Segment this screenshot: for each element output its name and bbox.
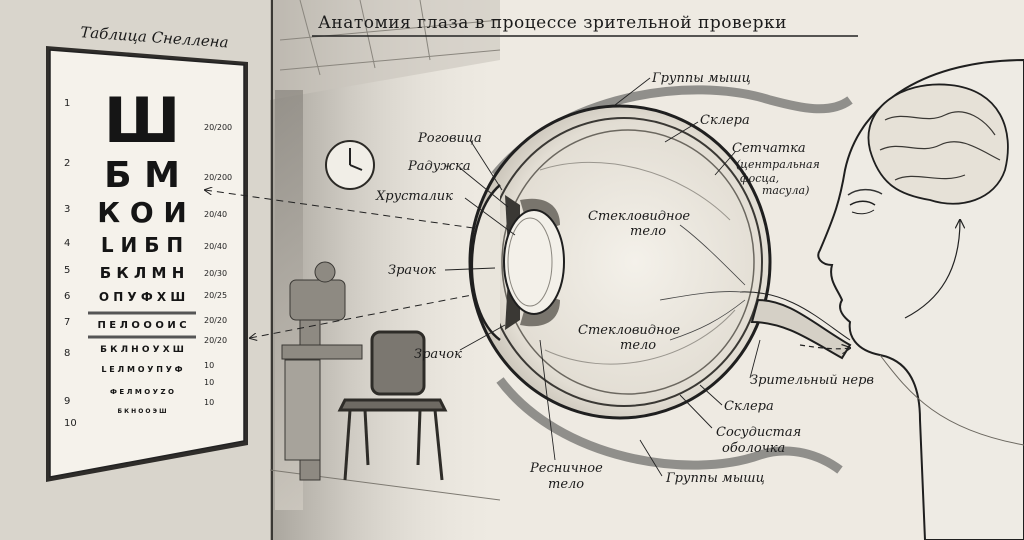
anatomy-labels: Группы мышц Склера Сетчатка (центральная…: [375, 71, 874, 492]
head-profile: [817, 58, 1024, 540]
row-letters: Ф Е Л М О У Z О: [110, 388, 174, 396]
row-letters: Ш: [104, 84, 181, 157]
label-choroid: Сосудистая: [716, 425, 801, 440]
label-lens: Хрусталик: [375, 189, 453, 204]
snellen-chart: [46, 46, 248, 482]
row-acuity: 10: [204, 398, 214, 407]
row-number: 1: [64, 98, 70, 109]
label-retina: Сетчатка: [732, 141, 806, 156]
label-vitreous-bottom: тело: [620, 338, 656, 353]
row-number: 8: [64, 348, 70, 359]
row-letters: О П У Ф Х Ш: [99, 290, 185, 304]
row-letters: L И Б П: [101, 233, 183, 257]
row-acuity: 20/20: [204, 316, 227, 325]
row-number: 4: [64, 238, 70, 249]
row-acuity: 20/20: [204, 336, 227, 345]
label-retina-note: тасула): [762, 184, 809, 197]
row-number: 5: [64, 265, 70, 276]
label-cornea: Роговица: [417, 131, 482, 146]
label-pupil: Зрачок: [388, 263, 436, 278]
brain-icon: [867, 83, 1009, 205]
row-letters: Б К Л Н О У Х Ш: [100, 345, 184, 355]
row-number: 10: [64, 418, 77, 429]
label-muscles-bottom: Группы мышц: [665, 471, 765, 486]
nerve-arrow: [799, 345, 850, 349]
clock-icon: [325, 140, 375, 190]
label-choroid: оболочка: [722, 441, 785, 456]
snellen-rows: 1 Ш 20/200 2 Б М 20/200 3 К О И 20/40 4 …: [64, 84, 232, 429]
label-ciliary-body: тело: [548, 477, 584, 492]
row-number: 7: [64, 317, 70, 328]
label-vitreous-top: тело: [630, 224, 666, 239]
label-vitreous-bottom: Стекловидное: [578, 323, 680, 338]
label-retina-note: (центральная: [736, 158, 820, 171]
row-letters: Б К Н О О Э Ш: [117, 408, 166, 415]
row-acuity: 10: [204, 361, 214, 370]
row-acuity: 20/40: [204, 210, 227, 219]
row-number: 9: [64, 396, 70, 407]
row-acuity: 20/200: [204, 123, 232, 132]
exam-equipment: [281, 261, 363, 481]
label-vitreous-top: Стекловидное: [588, 209, 690, 224]
label-muscles-top: Группы мышц: [651, 71, 751, 86]
row-acuity: 10: [204, 378, 214, 387]
eyeball-cross-section: [468, 85, 853, 474]
row-number: 6: [64, 291, 70, 302]
row-letters: К О И: [97, 196, 187, 229]
row-acuity: 20/40: [204, 242, 227, 251]
label-sclera-bottom: Склера: [724, 399, 774, 414]
row-acuity: 20/200: [204, 173, 232, 182]
label-retina-note: фосца,: [740, 172, 779, 185]
label-sclera-top: Склера: [700, 113, 750, 128]
page-title: Анатомия глаза в процессе зрительной про…: [318, 13, 787, 33]
exam-chair: [337, 330, 448, 481]
label-iris: Радужка: [407, 159, 471, 174]
leader-lines: [444, 77, 761, 477]
row-letters: L Е Л М О У П У Ф: [101, 365, 182, 374]
label-optic-nerve: Зрительный нерв: [750, 373, 874, 388]
label-ciliary-body: Ресничное: [529, 461, 603, 476]
row-acuity: 20/30: [204, 269, 227, 278]
row-letters: Б М: [104, 155, 180, 196]
exam-room-background: [269, 0, 501, 540]
row-number: 2: [64, 158, 70, 169]
label-pupil: Зрачок: [414, 347, 462, 362]
row-letters: П Е Л О О О И С: [97, 320, 186, 331]
row-letters: Б К Л М Н: [100, 264, 185, 282]
row-number: 3: [64, 204, 70, 215]
row-acuity: 20/25: [204, 291, 227, 300]
